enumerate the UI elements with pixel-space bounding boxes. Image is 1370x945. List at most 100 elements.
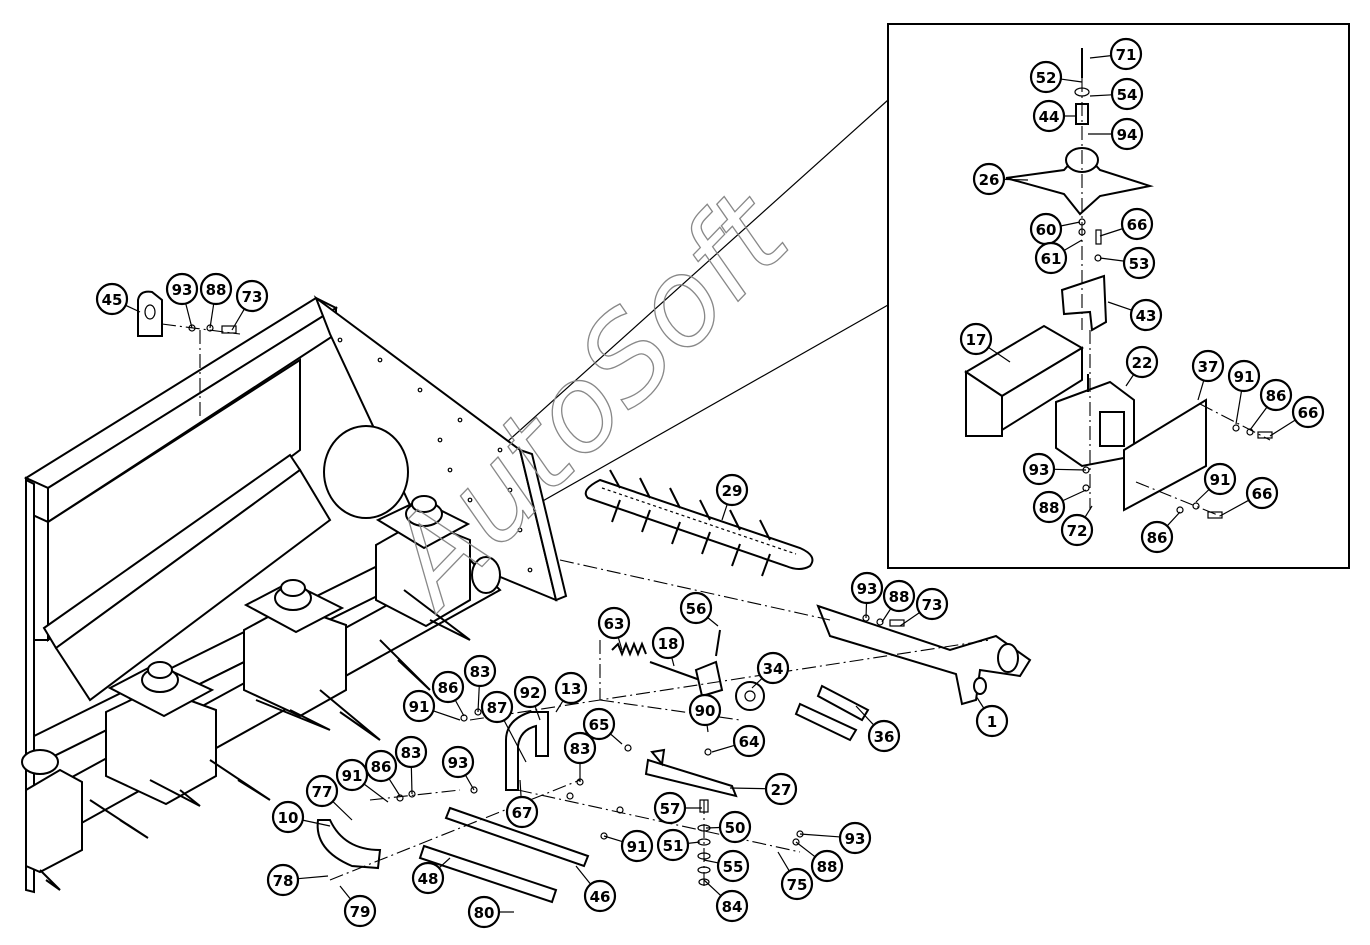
gearbox-rotor-4 [21,749,83,874]
drive-sprocket [735,681,765,711]
callout-circle [1109,37,1143,71]
gathering-chain [584,469,814,577]
callout-leader [1249,406,1268,431]
callout-c26: 26 [972,162,1029,196]
callout-leader [410,766,413,795]
callout-label: 22 [1132,354,1153,372]
callout-c75: 75 [777,851,814,901]
callout-leader [687,841,701,844]
callout-leader [1099,228,1123,237]
callout-leader [332,800,353,821]
callout-leader [185,303,193,329]
callout-circle [1291,395,1325,429]
callout-c93e: 93 [799,821,872,855]
callout-leader [388,778,401,797]
callout-leader [795,841,816,858]
callout-leader [706,724,709,733]
callout-circle [756,651,790,685]
callout-label: 91 [1210,471,1231,489]
callout-c87: 87 [480,690,527,763]
callout-label: 94 [1117,126,1138,144]
callout-circle [1032,490,1066,524]
callout-label: 51 [663,837,684,855]
callout-leader [1107,301,1133,311]
callout-circle [165,272,199,306]
callout-leader [881,608,892,623]
callout-label: 34 [763,660,784,678]
callout-label: 44 [1039,108,1060,126]
callout-label: 83 [401,744,422,762]
callout-c34: 34 [751,651,790,689]
callout-leader [231,308,245,331]
detail-rotor [1005,147,1154,216]
callout-leader [707,617,719,627]
callout-circle [1191,349,1225,383]
callout-label: 43 [1136,307,1157,325]
callout-circle [554,671,588,705]
callout-label: 77 [312,783,333,801]
callout-leader [777,851,790,872]
callout-label: 64 [739,733,760,751]
callout-c50: 50 [705,810,752,844]
callout-c78: 78 [266,863,329,897]
callout-circle [764,772,798,806]
callout-leader [209,303,215,329]
callout-circle [199,272,233,306]
callout-circle [972,162,1006,196]
callout-circle [653,791,687,825]
callout-leader [1235,390,1243,425]
callout-label: 80 [474,904,495,922]
callout-c13: 13 [554,671,588,713]
callout-circle [718,810,752,844]
callout-leader [302,819,331,827]
callout-circle [679,591,713,625]
callout-leader [703,879,722,897]
callout-c88d: 88 [795,841,844,883]
callout-label: 60 [1036,221,1057,239]
callout-c53: 53 [1099,246,1156,280]
callout-label: 93 [1029,461,1050,479]
callout-c66a: 66 [1099,207,1154,241]
callout-circle [505,795,539,829]
callout-label: 1 [987,713,997,731]
callout-label: 93 [845,830,866,848]
callout-label: 73 [922,596,943,614]
callout-circle [1034,241,1068,275]
callout-circle [838,821,872,855]
callout-c88a: 88 [1032,489,1087,524]
callout-c91d: 91 [335,758,389,803]
callout-leader [703,859,719,864]
callout-label: 27 [771,781,792,799]
callout-circle [850,571,884,605]
callout-label: 83 [470,663,491,681]
callout-label: 91 [627,838,648,856]
callout-c93b: 93 [165,272,199,329]
callout-c88c: 88 [881,579,916,623]
callout-circle [810,849,844,883]
callout-label: 86 [1266,387,1287,405]
tensioner-arm [644,748,738,798]
callout-circle [597,606,631,640]
callout-c83b: 83 [563,731,597,782]
callout-leader [1099,257,1125,262]
callout-leader [297,875,329,880]
callout-circle [732,724,766,758]
callout-leader [729,787,767,790]
callout-label: 91 [342,767,363,785]
callout-circle [715,889,749,923]
callout-leader [1062,489,1087,502]
stripper-bar [418,844,558,904]
callout-label: 75 [787,876,808,894]
callout-label: 50 [725,819,746,837]
callout-c63: 63 [597,606,631,651]
callout-circle [1110,77,1144,111]
callout-circle [1203,462,1237,496]
callout-leader [975,695,985,709]
callout-leader [988,346,1011,363]
callout-label: 13 [561,680,582,698]
callout-circle [411,861,445,895]
side-plate-opening [323,425,409,519]
callout-label: 26 [979,171,1000,189]
callout-c91b: 91 [1195,462,1237,503]
